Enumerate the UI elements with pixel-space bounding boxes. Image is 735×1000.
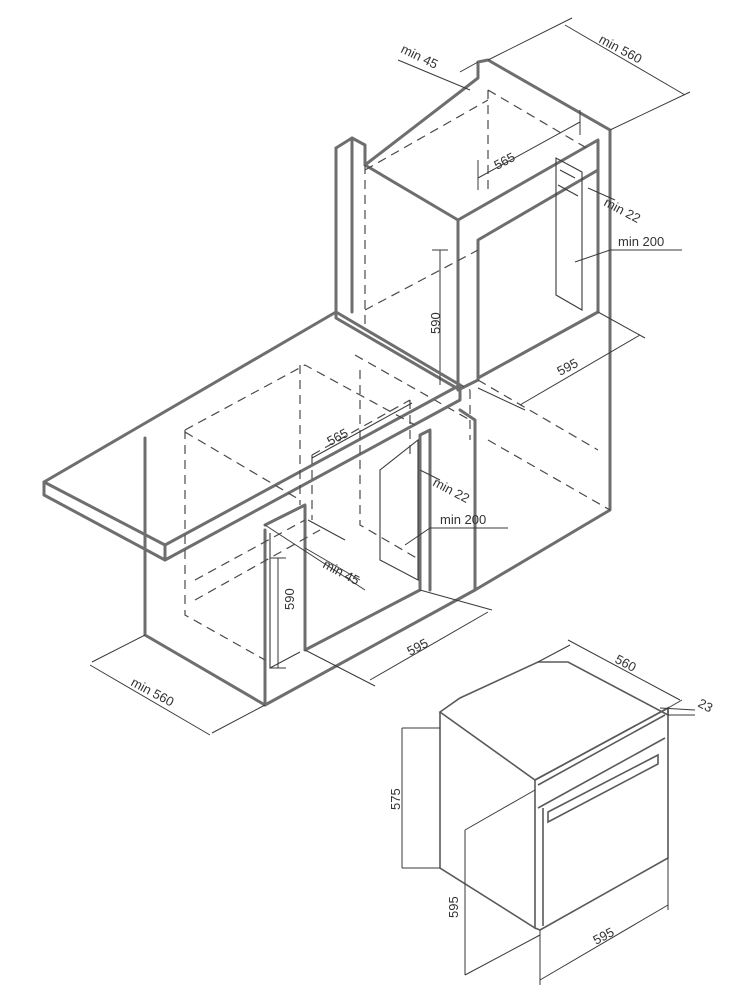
dim-line-oven-595-w: [539, 858, 669, 985]
dim-line-low-min45: [264, 524, 366, 591]
countertop-top: [42, 310, 462, 547]
oven-front-panel: [534, 706, 669, 931]
tall-cabinet-outline: [334, 58, 612, 592]
tall-cabinet-top-shelf: [363, 138, 600, 380]
label-top-590: 590: [428, 312, 443, 334]
dim-line-top-min22: [587, 187, 616, 201]
base-cabinet-niche: [263, 428, 432, 652]
label-top-min560: min 560: [597, 31, 645, 66]
label-top-min200: min 200: [618, 234, 664, 249]
dim-line-top-565: [477, 110, 581, 190]
dim-line-top-min200: [574, 249, 682, 263]
dim-line-low-min22: [419, 469, 441, 481]
label-low-min22: min 22: [431, 474, 473, 506]
tall-cabinet-vent-slot: [555, 157, 583, 311]
tall-cabinet-dimensions: min 45 min 560 565 min 22 min 200 590 59…: [397, 17, 691, 411]
dim-line-low-565: [311, 402, 413, 459]
dim-line-low-590: [270, 557, 286, 669]
oven-dimensions: 560 23 575 595 595: [388, 639, 716, 985]
dim-line-low-595: [304, 589, 493, 687]
dim-line-top-min45: [397, 59, 479, 91]
label-top-565: 565: [491, 149, 517, 172]
tall-cabinet-niche: [456, 168, 600, 392]
label-oven-23: 23: [696, 695, 716, 715]
oven-control-strip: [537, 714, 666, 809]
oven-left-side: [439, 712, 536, 930]
tall-cabinet: [334, 58, 612, 592]
oven-top: [438, 661, 669, 781]
label-low-595: 595: [404, 635, 430, 658]
label-top-min45: min 45: [399, 41, 441, 72]
tall-cabinet-hidden-shelf: [354, 99, 489, 421]
label-low-min200: min 200: [440, 512, 486, 527]
dim-line-low-min200: [404, 527, 508, 546]
base-cabinet-body: [143, 436, 477, 707]
dim-line-top-min560: [487, 17, 691, 131]
label-oven-595-h: 595: [446, 896, 461, 918]
label-oven-595-w: 595: [590, 924, 616, 947]
dim-line-oven-575: [401, 727, 440, 869]
dim-line-oven-23: [659, 707, 696, 716]
dim-line-top-595: [477, 311, 646, 411]
label-oven-560: 560: [613, 651, 639, 674]
dim-line-oven-560: [537, 639, 683, 709]
label-oven-575: 575: [388, 788, 403, 810]
label-top-595: 595: [554, 355, 580, 378]
label-low-590: 590: [282, 588, 297, 610]
oven-handle: [547, 753, 659, 824]
label-low-min45: min 45: [321, 556, 363, 588]
dim-line-top-590: [432, 249, 448, 385]
dim-line-low-min560: [89, 634, 266, 736]
label-top-min22: min 22: [602, 194, 644, 226]
dim-line-oven-595-h: [464, 789, 541, 976]
tall-cabinet-left-side: [334, 146, 462, 392]
oven: [438, 661, 669, 931]
base-cabinet-hidden-edges: [184, 364, 421, 661]
